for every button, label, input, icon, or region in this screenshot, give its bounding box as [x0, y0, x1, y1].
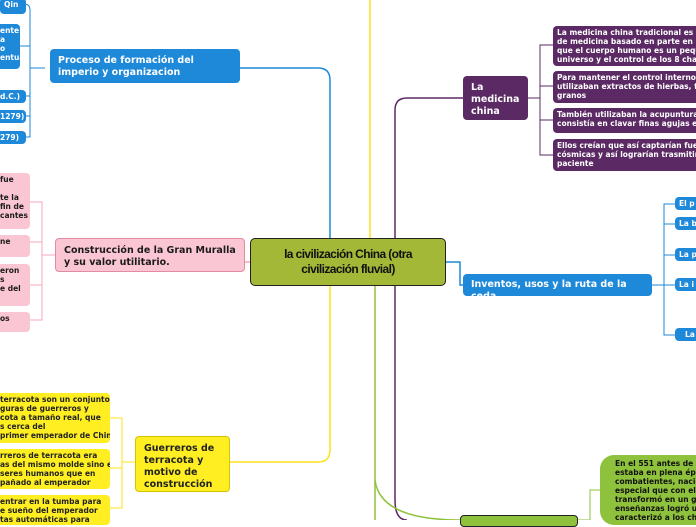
subtopic-muralla-4[interactable]: os [0, 312, 30, 332]
subtopic-imperio-1[interactable]: Qin [0, 0, 26, 14]
subtopic-inventos-4[interactable]: La i [675, 278, 696, 291]
topic-medicina[interactable]: La medicina china [463, 76, 528, 120]
subtopic-imperio-4[interactable]: 1279) [0, 110, 26, 123]
topic-imperio[interactable]: Proceso de formación del imperio y organ… [50, 49, 240, 83]
topic-filosofia[interactable] [460, 515, 578, 527]
subtopic-medicina-1[interactable]: La medicina china tradicional es un de m… [553, 26, 696, 66]
subtopic-inventos-2[interactable]: La b [675, 217, 696, 230]
subtopic-guerreros-3[interactable]: entrar en la tumba para e sueño del empe… [0, 495, 110, 525]
subtopic-inventos-3[interactable]: La p [675, 248, 696, 261]
topic-inventos[interactable]: Inventos, usos y la ruta de la ceda [463, 274, 652, 296]
topic-guerreros[interactable]: Guerreros de terracota y motivo de const… [135, 436, 230, 492]
subtopic-guerreros-2[interactable]: rreros de terracota era as del mismo mol… [0, 449, 110, 489]
subtopic-medicina-4[interactable]: Ellos creían que así captarían fuerza có… [553, 139, 696, 171]
subtopic-muralla-2[interactable]: ne [0, 235, 30, 257]
subtopic-inventos-5[interactable]: La [675, 328, 696, 341]
subtopic-imperio-3[interactable]: d.C.) [0, 90, 26, 103]
subtopic-guerreros-1[interactable]: terracota son un conjunto guras de guerr… [0, 393, 110, 443]
subtopic-filosofia-1[interactable]: En el 551 antes de c estaba en plena épo… [600, 455, 696, 525]
subtopic-medicina-3[interactable]: También utilizaban la acupuntura la cons… [553, 108, 696, 133]
subtopic-muralla-1[interactable]: fue te la fin de cantes [0, 173, 30, 229]
subtopic-inventos-1[interactable]: El p [675, 197, 696, 210]
subtopic-muralla-3[interactable]: eron s e del [0, 264, 30, 306]
subtopic-medicina-2[interactable]: Para mantener el control interno de util… [553, 71, 696, 103]
subtopic-imperio-5[interactable]: 279) [0, 131, 26, 144]
topic-muralla[interactable]: Construcción de la Gran Muralla y su val… [55, 238, 245, 272]
central-topic[interactable]: la civilización China (otra civilización… [250, 238, 446, 286]
subtopic-imperio-2[interactable]: ente a o entual [0, 24, 20, 69]
